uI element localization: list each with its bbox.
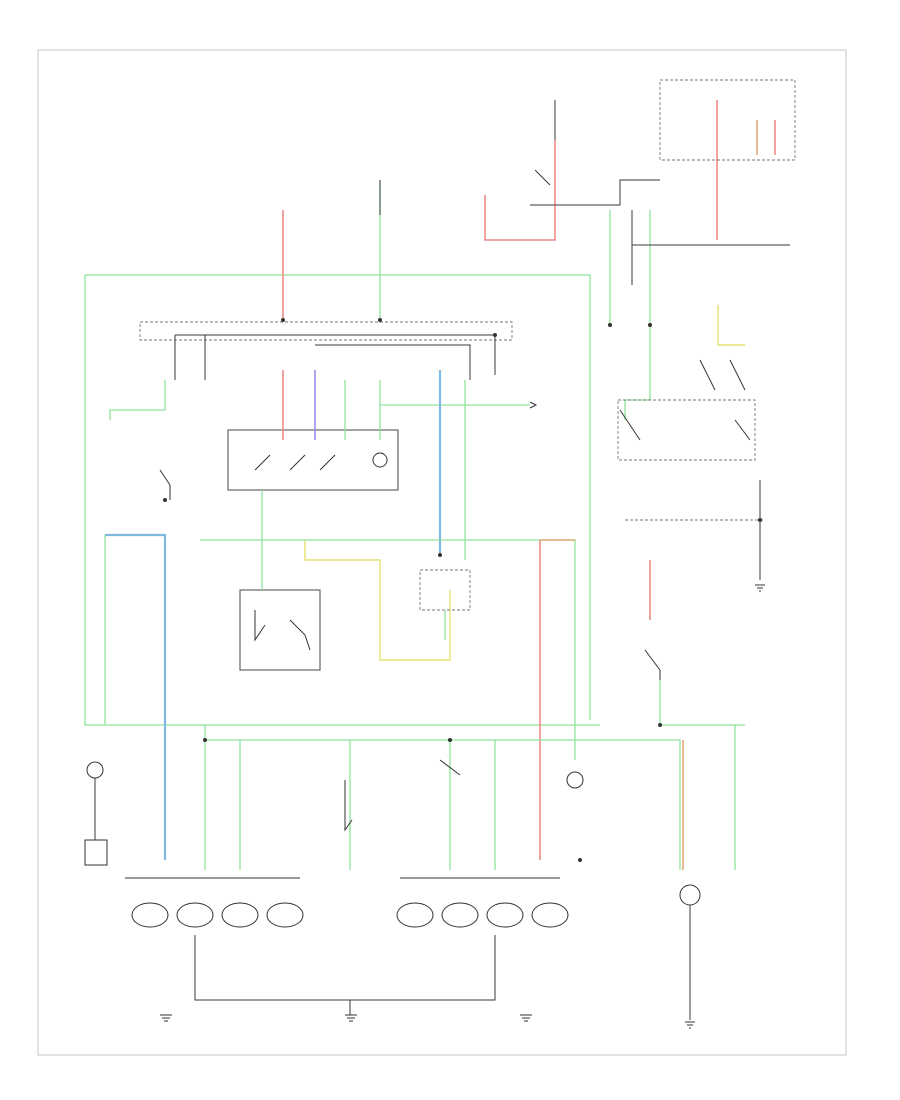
left-lamp-feed xyxy=(204,725,241,870)
left-side-lamp xyxy=(86,761,104,779)
relay-contacts xyxy=(254,610,311,651)
switch-internal-bus xyxy=(175,334,496,375)
front-right-lamp-3 xyxy=(486,902,524,928)
junction-dot-12 xyxy=(163,498,167,502)
center-lamp-feeds xyxy=(349,740,496,870)
front-right-lamp-1 xyxy=(396,902,434,928)
ground-center-symbol xyxy=(345,1014,357,1022)
junction-dot-5 xyxy=(448,738,452,742)
relay-block xyxy=(239,589,321,671)
front-left-lamp-2 xyxy=(176,902,214,928)
combination-switch-box xyxy=(227,429,399,491)
left-dimmer-switch xyxy=(159,469,171,500)
left-green-upper xyxy=(109,380,166,420)
front-left-lamp-1 xyxy=(131,902,169,928)
junction-dot-6 xyxy=(658,723,662,727)
switch-lamp-icon xyxy=(372,452,388,468)
switch-contacts xyxy=(254,454,336,471)
switch-internal-drop xyxy=(174,335,471,380)
arrow-right-terminal xyxy=(529,401,538,409)
junction-dot-8 xyxy=(648,323,652,327)
right-relay-box xyxy=(617,399,756,461)
green-bus-left xyxy=(84,275,600,726)
top-right-relay-box xyxy=(659,79,796,161)
ground-right-symbol xyxy=(520,1014,532,1022)
green-bus-lower xyxy=(205,739,681,870)
junction-dot-9 xyxy=(758,518,762,522)
green-bus-top xyxy=(85,274,591,720)
ground-left-symbol xyxy=(160,1014,172,1022)
junction-dot-2 xyxy=(378,318,382,322)
relay-yellow-feed xyxy=(304,540,451,661)
ground-return-line xyxy=(194,935,496,1001)
junction-dot-3 xyxy=(493,333,497,337)
right-side-lamp xyxy=(679,884,701,906)
switch-green-wire xyxy=(344,380,381,440)
front-right-lamp-4 xyxy=(531,902,569,928)
right-green-down xyxy=(659,680,745,726)
junction-dot-1 xyxy=(281,318,285,322)
front-right-lamp-2 xyxy=(441,902,479,928)
blue-wire-left xyxy=(105,533,167,860)
right-relay-switch xyxy=(619,359,751,441)
left-bulb-connector xyxy=(84,839,108,866)
junction-dot-7 xyxy=(608,323,612,327)
right-switch xyxy=(644,649,661,690)
junction-dot-4 xyxy=(203,738,207,742)
center-switch-2 xyxy=(439,759,461,776)
center-switch-1 xyxy=(344,780,353,832)
center-lamp-group xyxy=(396,902,569,928)
drl-module xyxy=(419,569,471,611)
junction-dot-10 xyxy=(578,858,582,862)
center-lamp-small xyxy=(566,771,584,789)
right-ground-symbol xyxy=(755,584,765,592)
top-right-red-wire xyxy=(484,140,556,241)
junction-dot-11 xyxy=(438,553,442,557)
top-right-relay-line xyxy=(631,210,790,285)
green-wire-center-right xyxy=(200,539,576,760)
right-ground-symbol-2 xyxy=(685,1021,695,1029)
front-left-lamp-4 xyxy=(266,902,304,928)
right-relay-yellow xyxy=(717,305,745,346)
top-right-green-wire-2 xyxy=(624,210,651,420)
front-left-lamp-3 xyxy=(221,902,259,928)
headlamp-switch-housing xyxy=(139,321,513,341)
diagram-frame xyxy=(37,49,847,1056)
top-right-black-wire xyxy=(530,100,660,206)
left-lamp-group xyxy=(131,902,304,928)
